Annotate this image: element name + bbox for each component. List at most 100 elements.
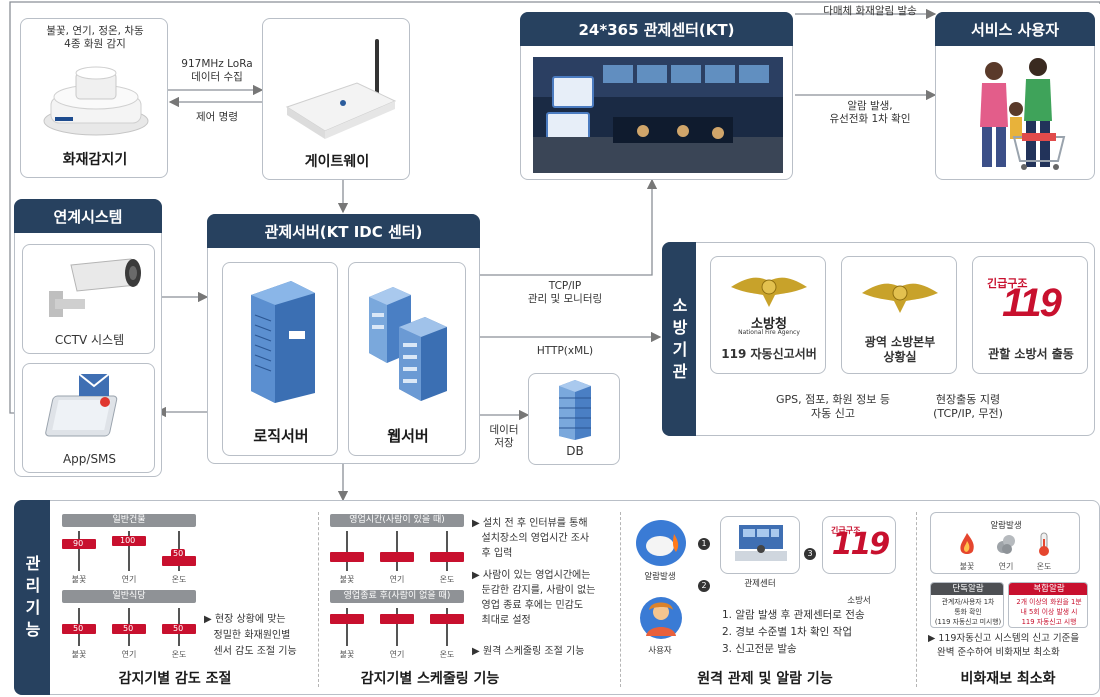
p2-slider-knob[interactable] xyxy=(430,552,464,562)
db-label: DB xyxy=(566,444,584,458)
monitoring-desk-icon xyxy=(735,525,787,561)
p3-step-1: 1. 알람 발생 후 관제센터로 전송 xyxy=(722,609,865,621)
fire-agency-side-title: 소방기관 xyxy=(672,296,688,381)
fire-agency-logo-sub: National Fire Agency xyxy=(738,329,800,336)
fire-detector-icon xyxy=(43,66,149,136)
auto-report-label: 119 자동신고서버 xyxy=(721,347,817,361)
p1-tick: 온도 xyxy=(171,575,187,584)
p1-group2-label: 일반식당 xyxy=(62,590,196,603)
app-sms-node: App/SMS xyxy=(22,363,155,473)
p2-slider-knob[interactable] xyxy=(430,614,464,624)
p2-group2-label: 영업종료 후(사람이 없을 때) xyxy=(330,590,464,603)
p2-tick: 연기 xyxy=(389,575,405,584)
p1-value: 50 xyxy=(171,549,186,559)
web-server-node: 웹서버 xyxy=(348,262,466,456)
web-server-label: 웹서버 xyxy=(387,427,429,445)
p1-slider-track xyxy=(128,531,130,571)
p1-value: 100 xyxy=(118,536,138,546)
fire-agency-side xyxy=(662,242,696,436)
p1-bullet: ▶ 현장 상황에 맞는 정밀한 화재원인별 센서 감도 조절 기능 xyxy=(204,614,297,657)
p1-value: 50 xyxy=(121,624,136,634)
logic-server-label: 로직서버 xyxy=(253,427,309,445)
rescue-logo-number: 119 xyxy=(1002,281,1062,325)
divider-1 xyxy=(318,512,319,687)
multi-alert-label: 다매체 화재알림 발송 xyxy=(823,5,917,17)
p3-step-3: 3. 신고전문 발송 xyxy=(722,643,797,655)
db-node: DB xyxy=(528,373,620,465)
p2-slider-knob[interactable] xyxy=(330,552,364,562)
gateway-title: 게이트웨이 xyxy=(304,154,370,170)
gateway-router-icon xyxy=(285,39,397,139)
p4-multi-label: 복합알람 xyxy=(1009,583,1087,595)
sensor-caption: 불꽃, 연기, 정온, 차동 4종 화원 감지 xyxy=(46,25,144,50)
p1-title: 감지기별 감도 조절 xyxy=(118,671,232,687)
user-alert-label: 알람 발생, 유선전화 1차 확인 xyxy=(829,100,911,125)
p2-tick: 불꽃 xyxy=(339,575,355,584)
p1-tick: 연기 xyxy=(121,650,137,659)
p4-tick: 연기 xyxy=(998,562,1014,571)
hq-label: 광역 소방본부 상황실 xyxy=(864,335,936,364)
p4-multi-desc: 2개 이상의 화원을 1분 내 5회 이상 발생 시 119 자동신고 시행 xyxy=(1016,598,1082,626)
sensor-node: 불꽃, 연기, 정온, 차동 4종 화원 감지 화재감지기 xyxy=(20,18,168,178)
database-stack-icon xyxy=(559,380,591,440)
control-center-node: 24*365 관제센터(KT) xyxy=(520,12,793,180)
p1-tick: 불꽃 xyxy=(71,650,87,659)
p2-slider-knob[interactable] xyxy=(380,552,414,562)
p2-group1-label: 영업시간(사람이 있을 때) xyxy=(330,514,464,527)
p3-center-node xyxy=(720,516,800,574)
http-label: HTTP(xML) xyxy=(536,345,594,357)
p1-tick: 불꽃 xyxy=(71,575,87,584)
p2-slider-track xyxy=(396,608,398,646)
rescue-logo-text: 긴급구조 xyxy=(987,277,1028,290)
p3-num-badge: 1 xyxy=(698,538,710,550)
p4-tick: 불꽃 xyxy=(959,562,975,571)
p2-tick: 온도 xyxy=(439,650,455,659)
p4-alarm-label: 알람발생 xyxy=(990,521,1022,531)
p2-slider-track xyxy=(346,531,348,571)
p2-slider-knob[interactable] xyxy=(380,614,414,624)
p3-step-2: 2. 경보 수준별 1차 확인 작업 xyxy=(722,626,852,638)
thermometer-icon xyxy=(1039,532,1049,556)
p3-num-badge: 3 xyxy=(804,548,816,560)
p2-slider-track xyxy=(346,608,348,646)
p1-slider-track xyxy=(78,531,80,571)
p4-multi-box: 복합알람 2개 이상의 화원을 1분 내 5회 이상 발생 시 119 자동신고… xyxy=(1008,582,1088,628)
web-server-icon xyxy=(369,287,447,401)
p1-group1-label: 일반건물 xyxy=(62,514,196,527)
gps-label: GPS, 점포, 화원 정보 등 자동 신고 xyxy=(776,393,890,420)
p1-value: 90 xyxy=(71,539,86,549)
field-dispatch-label: 현장출동 지령 (TCP/IP, 무전) xyxy=(933,393,1003,420)
divider-3 xyxy=(916,512,917,687)
control-cmd-label: 제어 명령 xyxy=(196,111,238,123)
server-title: 관제서버(KT IDC 센터) xyxy=(207,214,480,248)
p1-value: 50 xyxy=(171,624,186,634)
divider-2 xyxy=(620,512,621,687)
control-center-title: 24*365 관제센터(KT) xyxy=(520,12,793,46)
p2-title: 감지기별 스케줄링 기능 xyxy=(360,671,500,687)
lora-label: 917MHz LoRa 데이터 수집 xyxy=(181,58,253,83)
p2-slider-knob[interactable] xyxy=(330,614,364,624)
fire-agency-emblem-icon xyxy=(731,277,807,307)
dispatch-node: 긴급구조 119 관할 소방서 출동 xyxy=(972,256,1088,374)
logic-server-node: 로직서버 xyxy=(222,262,338,456)
p3-alarm-label: 알람발생 xyxy=(644,572,676,582)
p3-user-label: 사용자 xyxy=(648,646,672,656)
p2-bullet-3: ▶ 원격 스케줄링 조절 기능 xyxy=(472,646,585,657)
gateway-node: 게이트웨이 xyxy=(262,18,410,180)
p2-bullet-2: ▶ 사람이 있는 영업시간에는 둔감한 감지를, 사람이 없는 영업 종료 후에… xyxy=(472,570,596,626)
p2-tick: 불꽃 xyxy=(339,650,355,659)
fire-hq-emblem-icon xyxy=(862,283,938,313)
p2-bullet-1: ▶ 설치 전 후 인터뷰를 통해 설치장소의 영업시간 조사 후 입력 xyxy=(472,518,590,559)
p4-single-box: 단독알람 관계자/사용자 1차 통화 확인 (119 자동신고 미시행) xyxy=(930,582,1004,628)
cctv-label: CCTV 시스템 xyxy=(54,333,125,347)
p3-num-badge: 2 xyxy=(698,580,710,592)
p4-tick: 온도 xyxy=(1036,562,1052,571)
p1-slider-knob[interactable] xyxy=(162,556,196,566)
cctv-camera-icon xyxy=(49,258,141,317)
p4-bullet: ▶ 119자동신고 시스템의 신고 기준을 완벽 준수하여 비화재보 최소화 xyxy=(928,633,1080,658)
shopping-family-icon xyxy=(980,58,1066,170)
p4-title: 비화재보 최소화 xyxy=(960,671,1056,687)
control-room-image xyxy=(533,57,783,173)
sensor-fire-icon xyxy=(646,534,679,556)
p3-rescue-logo: 긴급구조 xyxy=(831,526,861,535)
